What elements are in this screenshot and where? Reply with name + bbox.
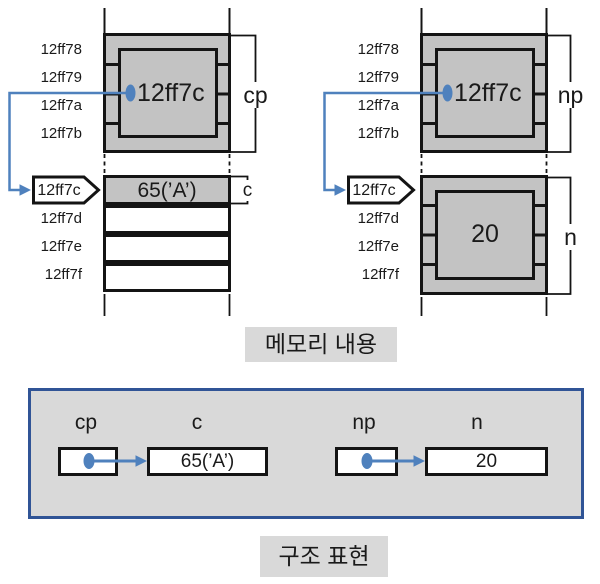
right-top-axis-stubs (420, 8, 548, 33)
right-addr-12ff7d: 12ff7d (357, 210, 399, 227)
right-addr-12ff7f: 12ff7f (361, 266, 399, 283)
left-addr-12ff7e: 12ff7e (40, 238, 82, 255)
right-bottom-axis-stubs (420, 297, 548, 316)
left-address-tag-label: 12ff7c (37, 182, 81, 199)
right-addr-12ff7a: 12ff7a (357, 97, 399, 114)
panel-c-label: c (191, 411, 203, 434)
left-addr-12ff78: 12ff78 (40, 41, 82, 58)
right-np-bracket-label: np (548, 82, 593, 108)
right-address-tag-label: 12ff7c (352, 182, 396, 199)
left-addr-12ff79: 12ff79 (40, 69, 82, 86)
right-pointer-value: 12ff7c (454, 79, 522, 107)
right-addr-12ff7e: 12ff7e (357, 238, 399, 255)
left-addr-12ff7a: 12ff7a (40, 97, 82, 114)
left-bottom-axis-stubs (103, 294, 231, 316)
left-addr-12ff7d: 12ff7d (40, 210, 82, 227)
memory-contents-caption: 메모리 내용 (245, 327, 397, 362)
right-int-byte-tick-rungs (420, 204, 547, 266)
right-addr-12ff7b: 12ff7b (357, 125, 399, 142)
left-c-bracket-label: c (235, 180, 260, 202)
right-pointer-inner-box (435, 48, 535, 138)
left-top-axis-stubs (103, 8, 231, 33)
structure-representation-caption: 구조 표현 (260, 536, 388, 577)
left-break-dashes (103, 154, 231, 175)
left-empty-cell-12ff7f (103, 263, 231, 292)
left-cp-bracket-label: cp (233, 82, 278, 108)
right-int-inner-box (435, 190, 535, 280)
panel-np-pointer-box (335, 447, 398, 476)
right-addr-12ff78: 12ff78 (357, 41, 399, 58)
right-break-dashes (420, 154, 548, 175)
panel-np-label: np (352, 411, 376, 434)
panel-cp-label: cp (74, 411, 98, 434)
left-empty-cell-12ff7d (103, 205, 231, 234)
panel-n-value-box: 20 (425, 447, 548, 476)
left-pointer-inner-box (118, 48, 218, 138)
panel-c-value-box: 65(’A’) (147, 447, 268, 476)
left-addr-12ff7f: 12ff7f (44, 266, 82, 283)
right-n-bracket-label: n (548, 224, 593, 250)
right-addr-12ff79: 12ff79 (357, 69, 399, 86)
right-int-value: 20 (471, 220, 499, 248)
left-addr-12ff7b: 12ff7b (40, 125, 82, 142)
left-pointer-value: 12ff7c (137, 79, 205, 107)
left-empty-cell-12ff7e (103, 234, 231, 263)
panel-cp-pointer-box (58, 447, 118, 476)
left-char-value-cell: 65(’A’) (137, 179, 197, 202)
panel-n-label: n (471, 411, 483, 434)
